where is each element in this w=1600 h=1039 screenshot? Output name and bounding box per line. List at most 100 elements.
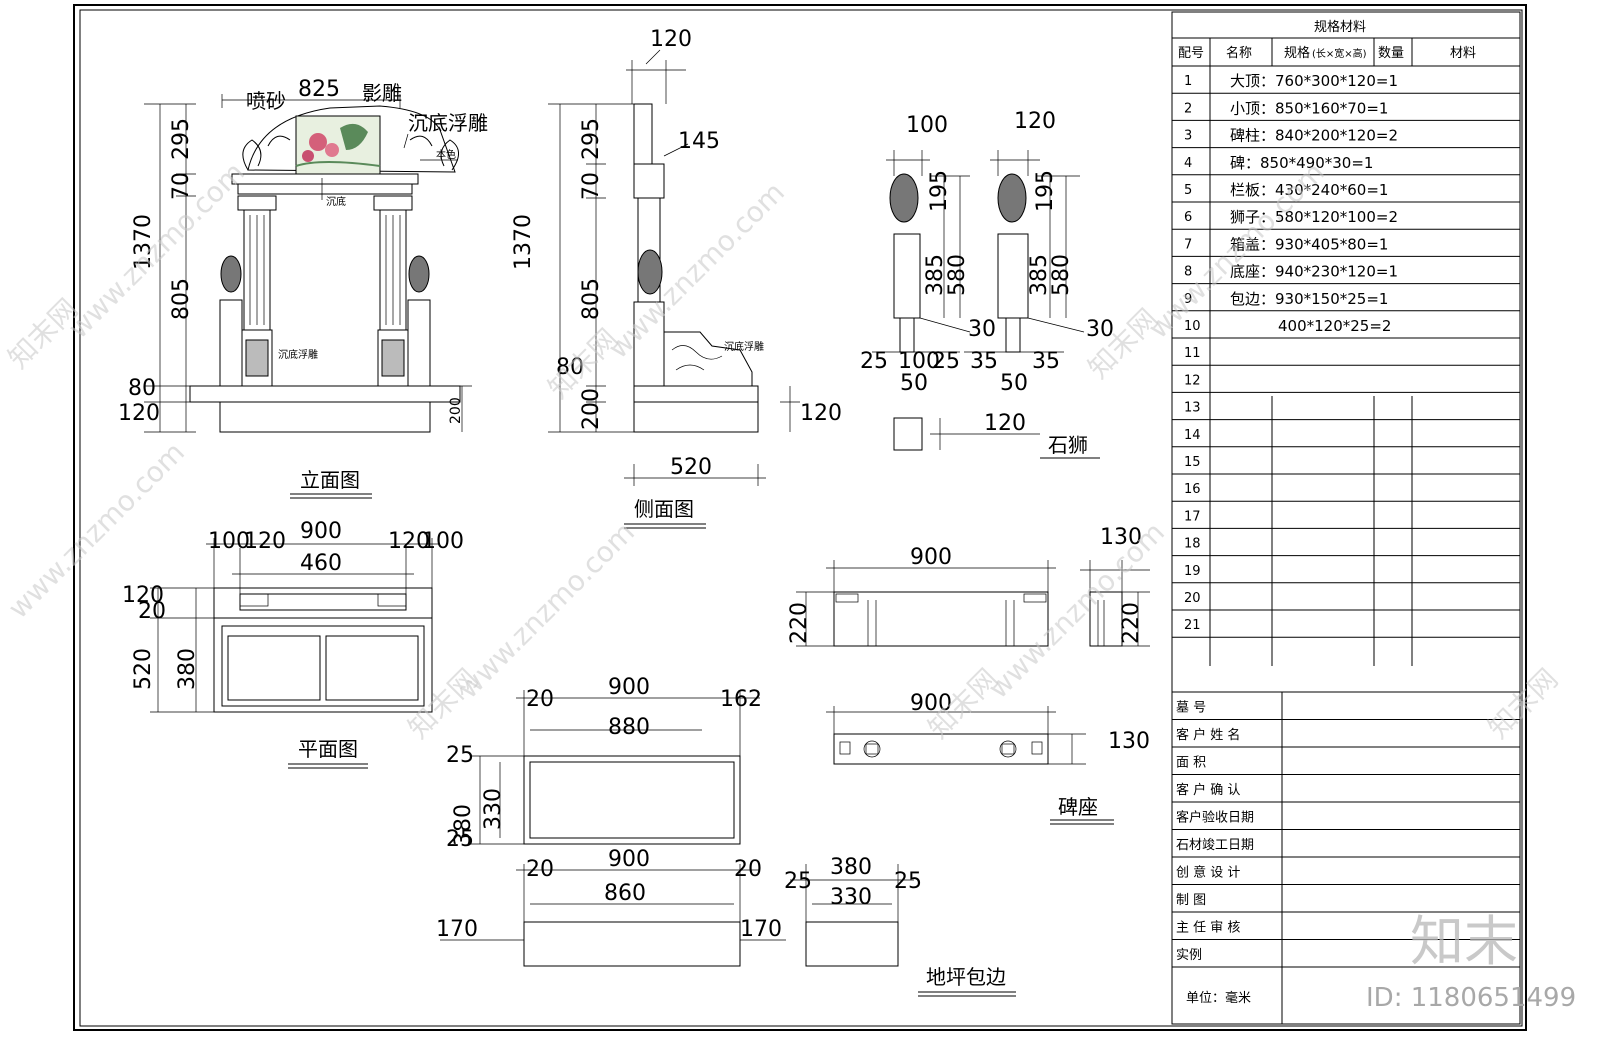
info-row-label: 客户验收日期 [1176,810,1254,826]
dim-200: 200 [448,397,464,424]
spec-row-text: 狮子：580*120*100=2 [1230,208,1398,226]
lion-dim-100: 100 [906,113,948,138]
spec-row-number: 9 [1184,292,1192,307]
slab-dim-330b: 330 [830,885,872,910]
lion-dim-35a: 35 [970,349,998,374]
slab-dim-20a: 20 [526,687,554,712]
spec-row-number: 15 [1184,455,1201,470]
lion-dim-50a: 50 [900,371,928,396]
slab-dim-170b: 170 [740,917,782,942]
scroll-ornament-left [242,135,291,171]
lion-post-side [997,233,1029,319]
spec-row-text: 包边：930*150*25=1 [1230,290,1388,308]
watermark-site: www.znzmo.com [62,156,251,345]
slab-dim-900b: 900 [608,847,650,872]
header-no: 配号 [1178,46,1204,61]
lion-figure-front [889,173,919,223]
lion-post-right [407,299,431,387]
spec-row-number: 21 [1184,618,1201,633]
side-dim-520: 520 [670,455,712,480]
spec-row-text: 底座：940*230*120=1 [1230,263,1398,281]
peony-flower [302,150,314,162]
lion-dim-195a: 195 [927,170,952,212]
foliage [295,161,381,167]
plan-dim-120c: 120 [122,583,164,608]
header-name: 名称 [1226,45,1252,61]
spec-row-text: 400*120*25=2 [1278,317,1391,335]
info-row-label: 石材竣工日期 [1176,838,1254,853]
column-capital-left [237,195,277,211]
lion-figure-side [997,173,1027,223]
lion-dim-385b: 385 [1027,254,1052,296]
side-title: 侧面图 [634,497,694,521]
lion-title: 石狮 [1048,433,1088,457]
label-sunken-relief-small: 沉底浮雕 [278,348,318,361]
side-dim-80: 80 [556,355,584,380]
side-dim-200: 200 [579,388,604,430]
ground-edge-title: 地坪包边 [926,965,1006,989]
lion-post-front [893,233,921,319]
peony-flower [309,133,327,151]
spec-row-text: 碑：850*490*30=1 [1230,154,1373,172]
spec-table-title: 规格材料 [1314,19,1366,35]
plan-dim-20: 20 [138,599,166,624]
elevation-title: 立面图 [300,468,360,492]
lion-dim-120-base: 120 [984,411,1026,436]
spec-row-text: 大顶：760*300*120=1 [1230,72,1398,90]
lion-dim-195b: 195 [1033,170,1058,212]
elevation-view: 1370 295 70 805 80 120 200 825 喷砂 影雕 沉底浮… [118,77,488,499]
watermark-site: www.znzmo.com [602,176,791,365]
lion-dim-30a: 30 [968,317,996,342]
table-frame [1171,11,1521,1025]
label-sandblast: 喷砂 [246,89,286,113]
lion-dim-120-top: 120 [1014,109,1056,134]
arch-top [247,105,456,173]
spec-row-text: 小顶：850*160*70=1 [1230,99,1388,117]
plan-main [213,617,433,713]
base-dim-900b: 900 [910,691,952,716]
plan-inner [221,625,425,707]
slab-dim-25c: 25 [784,869,812,894]
header-spec-note: (长×宽×高) [1312,47,1367,60]
info-row-label: 创 意 设 计 [1176,865,1240,881]
plan-dim-100a: 100 [208,529,250,554]
lion-dim-100b: 100 [898,349,940,374]
lion-view: 100 120 195 580 385 195 580 385 30 30 25… [860,109,1114,459]
slab-views: 900 20 162 880 25 380 330 25 900 20 20 8… [436,675,1016,997]
spec-row-number: 5 [1184,183,1192,198]
slab-dim-860: 860 [604,881,646,906]
base-top-plan [833,733,1049,765]
relief-pattern-left [245,339,269,377]
plan-view: 900 100 120 120 100 460 120 20 520 380 平… [122,519,464,769]
slab-dim-20b: 20 [526,857,554,882]
side-dim-total: 1370 [511,214,536,270]
lion-figure-left [220,255,242,293]
spec-row-text: 箱盖：930*405*80=1 [1230,235,1388,253]
side-view: 沉底浮雕 1370 295 70 805 80 200 120 145 120 [511,27,842,529]
spec-row-text: 栏板：430*240*60=1 [1230,181,1388,199]
lintel [237,183,413,195]
base-block [219,401,431,433]
side-dim-120-right: 120 [800,401,842,426]
slab-dim-25a: 25 [446,743,474,768]
label-shadow-carve: 影雕 [362,81,402,105]
dim-total-height: 1370 [131,214,156,270]
side-base-block [633,401,759,433]
info-row-label: 制 图 [1176,893,1206,908]
slab-dim-25b: 25 [446,827,474,852]
dim-120: 120 [118,401,160,426]
spec-row-number: 4 [1184,156,1192,171]
crane-figure [340,123,368,150]
lion-dim-35b: 35 [1032,349,1060,374]
spec-row-number: 8 [1184,265,1192,280]
info-row-label: 墓 号 [1176,701,1206,716]
lion-stem-front [899,317,915,353]
side-dim-145: 145 [678,129,720,154]
info-row-label: 实例 [1176,948,1202,963]
slab-dim-380b: 380 [830,855,872,880]
side-dim-120-top: 120 [650,27,692,52]
